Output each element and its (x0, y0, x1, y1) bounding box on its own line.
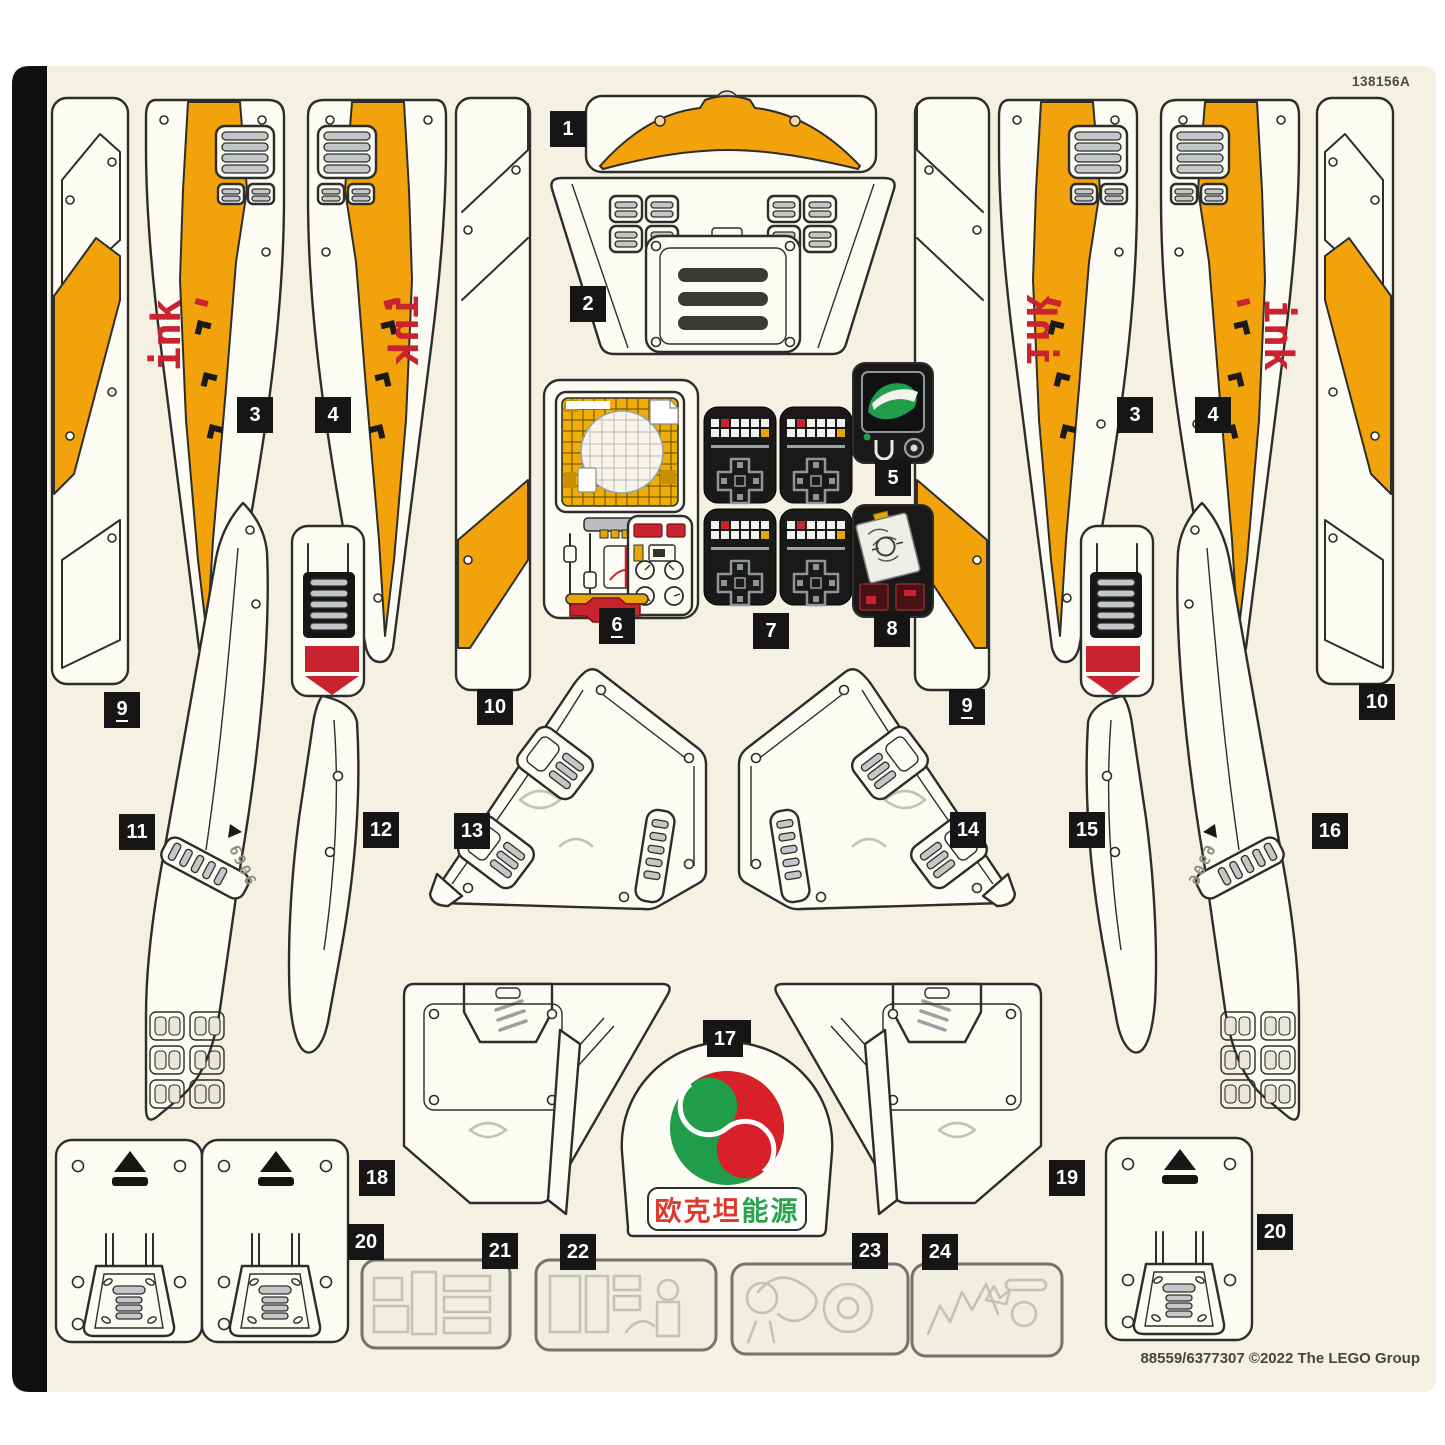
sticker-number-21: 21 (482, 1233, 518, 1269)
sticker-number-13: 13 (454, 813, 490, 849)
sticker-number-12: 12 (363, 812, 399, 848)
sticker-number-4: 4 (315, 397, 351, 433)
sticker-23-transparent (730, 1262, 910, 1356)
sticker-number-20: 20 (348, 1224, 384, 1260)
sticker-number-14: 14 (950, 812, 986, 848)
ink-logo: ink (144, 298, 190, 372)
sticker-20-foot-pair-left (54, 1138, 350, 1344)
sticker-22-transparent (534, 1258, 718, 1352)
sticker-number-10: 10 (1359, 684, 1395, 720)
yin-yang-logo (670, 1071, 784, 1185)
sticker-number-17: 17 (707, 1021, 743, 1057)
octan-text-red: 欧克坦 (654, 1196, 742, 1227)
sticker-number-5: 5 (875, 460, 911, 496)
sticker-number-3: 3 (1117, 397, 1153, 433)
sticker-number-10: 10 (477, 689, 513, 725)
sticker-number-9: 9 (949, 689, 985, 725)
sticker-2-nose-panel (550, 176, 896, 356)
sticker-20-foot-right (1104, 1136, 1254, 1342)
sticker-number-20: 20 (1257, 1214, 1293, 1250)
sticker-number-11: 11 (119, 814, 155, 850)
sticker-17-octan-logo (620, 1020, 834, 1238)
sticker-8-photo-card (852, 504, 934, 618)
sticker-6-radar-panel (542, 378, 700, 623)
sticker-number-24: 24 (922, 1234, 958, 1270)
sheet-black-edge-strip (12, 66, 47, 1392)
sticker-24-transparent (910, 1262, 1064, 1358)
sticker-21-transparent (360, 1258, 512, 1350)
sticker-1-spoiler (584, 90, 878, 174)
sticker-number-3: 3 (237, 397, 273, 433)
ink-logo: ink (382, 293, 428, 367)
sticker-number-2: 2 (570, 286, 606, 322)
copyright-text: 88559/6377307 ©2022 The LEGO Group (1140, 1350, 1420, 1367)
sticker-number-9: 9 (104, 692, 140, 728)
ink-logo: ink (1017, 293, 1063, 367)
ink-logo: ink (1255, 298, 1301, 372)
sticker-number-4: 4 (1195, 397, 1231, 433)
sticker-number-1: 1 (550, 111, 586, 147)
sticker-number-8: 8 (874, 611, 910, 647)
sticker-number-18: 18 (359, 1160, 395, 1196)
sticker-number-22: 22 (560, 1234, 596, 1270)
sheet-code: 138156A (1352, 74, 1411, 89)
sticker-number-7: 7 (753, 613, 789, 649)
sticker-number-15: 15 (1069, 812, 1105, 848)
sticker-number-19: 19 (1049, 1160, 1085, 1196)
sticker-number-16: 16 (1312, 813, 1348, 849)
octan-text-green: 能源 (741, 1196, 800, 1227)
octan-energy-text: 欧克坦能源 (655, 1190, 800, 1229)
sticker-number-6: 6 (599, 608, 635, 644)
sticker-number-23: 23 (852, 1233, 888, 1269)
sticker-5-sneaker-screen (852, 362, 934, 464)
